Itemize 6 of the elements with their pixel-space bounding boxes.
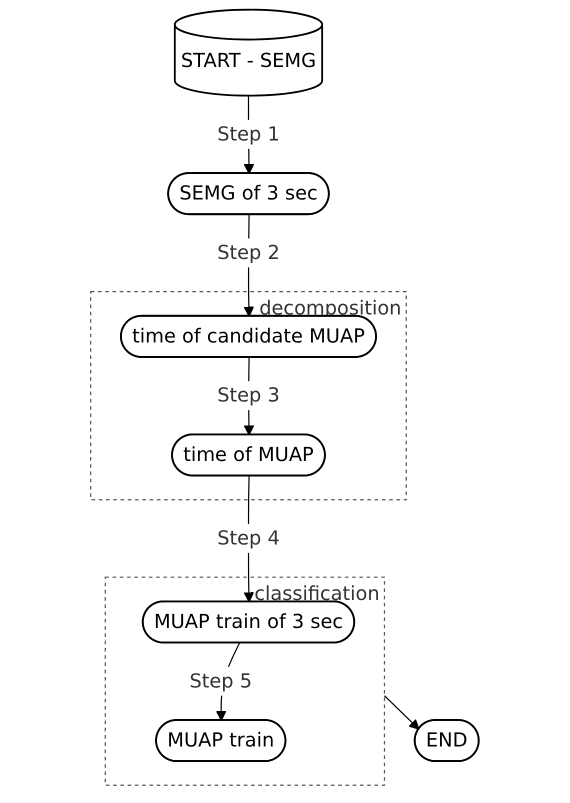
- edge-label: Step 5: [190, 669, 252, 692]
- edge-label: Step 2: [218, 240, 280, 264]
- edge-label: Step 3: [218, 384, 280, 407]
- edge-label: Step 4: [218, 526, 280, 550]
- edge-label: Step 1: [218, 122, 280, 146]
- arrow: [384, 695, 420, 730]
